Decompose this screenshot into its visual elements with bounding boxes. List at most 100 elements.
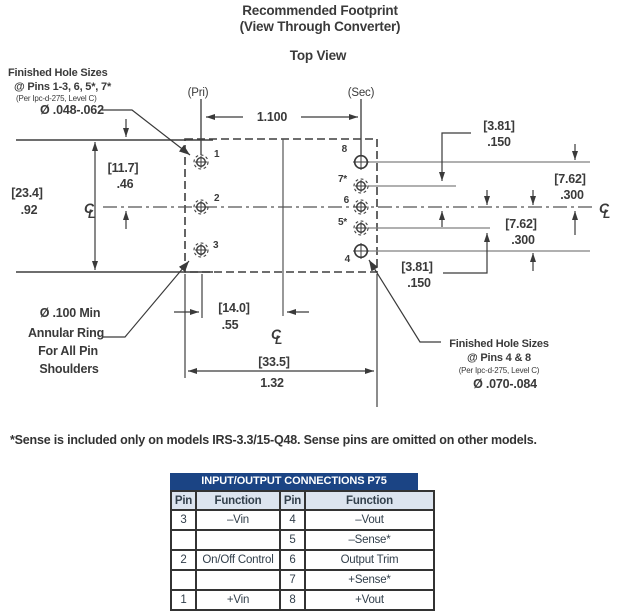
sec-label: (Sec) — [348, 87, 375, 99]
dim-150-bot-in: .150 — [407, 276, 431, 290]
table-grid: Pin Function Pin Function 3 –Vin 4 –Vout… — [170, 490, 435, 611]
footprint-drawing: Recommended Footprint (View Through Conv… — [8, 3, 610, 407]
dim-150-bot-mm: [3.81] — [401, 260, 432, 274]
table-row: 7 +Sense* — [170, 569, 435, 591]
table-cell: 4 — [279, 509, 306, 531]
table-cell: 6 — [279, 549, 306, 571]
table-cell: +Vout — [304, 589, 435, 611]
hole-note-left-line3: (Per Ipc-d-275, Level C) — [16, 94, 97, 103]
dim-150-bot-leader — [443, 233, 490, 274]
dim-300-mid-mm: [7.62] — [505, 217, 536, 231]
pin-1-hole — [193, 154, 209, 170]
table-header-cell: Pin — [279, 490, 306, 511]
pin-4-label: 4 — [345, 254, 351, 265]
dim-pkg-width-in: 1.32 — [260, 376, 284, 390]
pin-3-hole — [193, 242, 209, 258]
dim-300-right-in: .300 — [560, 188, 584, 202]
hole-size-note-left: Finished Hole Sizes @ Pins 1-3, 6, 5*, 7… — [8, 67, 112, 117]
dim-pin-span-value: 1.100 — [257, 110, 288, 124]
hole-note-left-line2: @ Pins 1-3, 6, 5*, 7* — [14, 81, 112, 93]
leader-hole-right-to-pin4 — [368, 259, 441, 343]
cl-l: L — [88, 207, 95, 221]
table-cell: 3 — [170, 509, 197, 531]
cl-c: C — [271, 326, 282, 342]
hole-note-right-diameter: Ø .070-.084 — [473, 377, 537, 391]
hole-size-note-right: Finished Hole Sizes @ Pins 4 & 8 (Per Ip… — [449, 338, 549, 391]
dim-300-mid-in: .300 — [511, 233, 535, 247]
cl-c: C — [599, 200, 610, 216]
hole-note-right-line3: (Per Ipc-d-275, Level C) — [459, 366, 540, 375]
table-row: 2 On/Off Control 6 Output Trim — [170, 549, 435, 571]
table-cell: 5 — [279, 529, 306, 551]
hole-note-right-line2: @ Pins 4 & 8 — [467, 352, 531, 364]
table-cell: 1 — [170, 589, 197, 611]
converter-outline — [184, 138, 378, 273]
pin-6-label: 6 — [344, 195, 350, 206]
pin-5-label: 5* — [338, 217, 347, 228]
table-header-cell: Function — [304, 490, 435, 511]
table-cell: Output Trim — [304, 549, 435, 571]
pin-row-extension-lines — [368, 161, 590, 252]
table-row: 3 –Vin 4 –Vout — [170, 509, 435, 531]
dim-half-height-mm: [11.7] — [108, 161, 139, 175]
io-connections-table: INPUT/OUTPUT CONNECTIONS P75 Pin Functio… — [170, 473, 435, 611]
pin-3-label: 3 — [213, 240, 219, 251]
cl-c: C — [84, 200, 95, 216]
dim-half-width-mm: [14.0] — [218, 301, 249, 315]
annular-line3: For All Pin — [38, 344, 98, 358]
leader-hole-left-to-pin1 — [102, 109, 191, 156]
pin-8-label: 8 — [342, 144, 348, 155]
table-header-cell: Function — [195, 490, 281, 511]
centerline-symbol-left: C L — [84, 200, 95, 221]
table-row: 5 –Sense* — [170, 529, 435, 551]
table-row: 1 +Vin 8 +Vout — [170, 589, 435, 611]
view-title: Top View — [290, 48, 347, 63]
pin-7-hole — [353, 178, 369, 194]
table-cell: 2 — [170, 549, 197, 571]
pin-7-label: 7* — [338, 174, 347, 185]
table-cell: On/Off Control — [195, 549, 281, 571]
annular-line4: Shoulders — [39, 362, 99, 376]
pin-6-hole — [353, 199, 369, 215]
table-cell: +Vin — [195, 589, 281, 611]
dim-pkg-width-mm: [33.5] — [258, 355, 289, 369]
dim-pkg-height-mm: [23.4] — [11, 186, 42, 200]
centerline-symbol-bottom: C L — [271, 326, 282, 347]
table-header-cell: Pin — [170, 490, 197, 511]
dim-half-height-in: .46 — [117, 177, 134, 191]
hole-note-right-line1: Finished Hole Sizes — [449, 338, 549, 350]
table-header-row: Pin Function Pin Function — [170, 490, 435, 511]
table-cell — [170, 529, 197, 551]
dim-300-right-mm: [7.62] — [554, 172, 585, 186]
pin-2-label: 2 — [214, 193, 220, 204]
leader-annular-to-pin3 — [103, 260, 190, 338]
cl-l: L — [603, 207, 610, 221]
pin-5-hole — [353, 220, 369, 236]
dim-150-top-in: .150 — [487, 135, 511, 149]
table-cell: 7 — [279, 569, 306, 591]
table-cell: –Vin — [195, 509, 281, 531]
dim-pkg-height-in: .92 — [21, 203, 38, 217]
table-cell: +Sense* — [304, 569, 435, 591]
page-subtitle: (View Through Converter) — [240, 19, 401, 34]
table-cell — [195, 569, 281, 591]
table-cell — [195, 529, 281, 551]
cl-l: L — [275, 333, 282, 347]
annular-ring-note: Ø .100 Min Annular Ring For All Pin Shou… — [28, 306, 104, 376]
annular-line1: Ø .100 Min — [40, 306, 101, 320]
table-cell: 8 — [279, 589, 306, 611]
table-title-bar: INPUT/OUTPUT CONNECTIONS P75 — [170, 473, 418, 490]
table-cell — [170, 569, 197, 591]
sense-note: *Sense is included only on models IRS-3.… — [10, 433, 537, 447]
annular-line2: Annular Ring — [28, 326, 104, 340]
hole-note-left-line1: Finished Hole Sizes — [8, 67, 108, 79]
hole-note-left-diameter: Ø .048-.062 — [40, 103, 104, 117]
table-cell: –Sense* — [304, 529, 435, 551]
pri-label: (Pri) — [188, 87, 209, 99]
pin-2-hole — [193, 199, 209, 215]
page-title: Recommended Footprint — [242, 3, 398, 18]
dim-150-top-leader — [439, 132, 471, 181]
pin-4-hole — [353, 243, 369, 259]
pin-1-label: 1 — [214, 149, 220, 160]
